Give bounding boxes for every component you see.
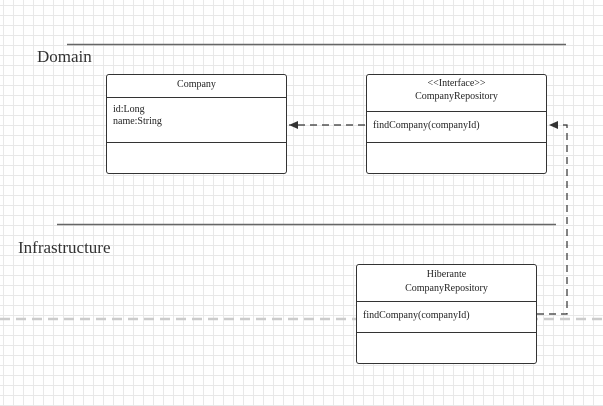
interface-stereotype: <<Interface>> (427, 78, 486, 89)
company-class-header: Company (107, 75, 286, 98)
hibernate-repository-name-line1: Hiberante (426, 269, 467, 280)
hibernate-repository-name-line2: CompanyRepository (405, 283, 488, 294)
hibernate-repository-header: Hiberante CompanyRepository (357, 265, 536, 302)
company-repository-name: CompanyRepository (415, 91, 498, 102)
company-attributes-section: id:Long name:String (107, 98, 286, 143)
realization-arrow (537, 121, 568, 315)
hibernate-repository-method-find-company: findCompany(companyId) (363, 310, 470, 321)
company-repository-methods-section: findCompany(companyId) (367, 112, 546, 143)
company-attribute-id: id:Long (113, 104, 145, 115)
hibernate-company-repository-box[interactable]: Hiberante CompanyRepository findCompany(… (356, 264, 537, 364)
company-repository-header: <<Interface>> CompanyRepository (367, 75, 546, 112)
company-class-name: Company (177, 79, 216, 90)
company-class-box[interactable]: Company id:Long name:String (106, 74, 287, 174)
company-repository-interface-box[interactable]: <<Interface>> CompanyRepository findComp… (366, 74, 547, 174)
company-repository-method-find-company: findCompany(companyId) (373, 120, 480, 131)
company-attribute-name: name:String (113, 116, 162, 127)
hibernate-repository-methods-section: findCompany(companyId) (357, 302, 536, 333)
domain-layer-label: Domain (37, 47, 92, 66)
infrastructure-layer-label: Infrastructure (18, 238, 111, 257)
